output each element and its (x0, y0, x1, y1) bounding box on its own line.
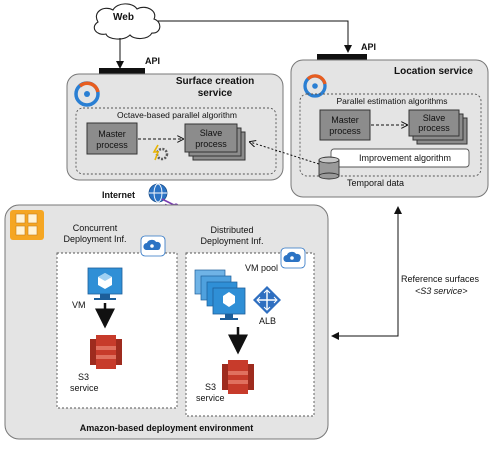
web-label: Web (113, 12, 134, 23)
s3-right-label-2: service (196, 393, 225, 403)
reference-surfaces-label: Reference surfaces (401, 274, 480, 284)
surface-title-line1: Surface creation (175, 76, 255, 87)
surface-master-process-box (86, 122, 138, 155)
location-api-bar (317, 54, 367, 60)
surface-master-label-1: Master (98, 129, 126, 139)
location-title: Location service (394, 66, 473, 77)
improvement-label: Improvement algorithm (358, 153, 452, 163)
surface-slave-process-box (184, 123, 238, 153)
surface-title-line2: service (197, 88, 233, 99)
location-master-process-box (319, 109, 371, 141)
surface-api-bar (99, 68, 145, 74)
s3-left-label-1: S3 (78, 372, 90, 382)
distributed-label-2: Deployment Inf. (200, 236, 264, 246)
vm-label: VM (72, 300, 86, 310)
octave-logo-icon-location (303, 74, 327, 98)
s3-service-ref-label: <S3 service> (415, 286, 468, 296)
location-api-label: API (361, 42, 377, 52)
concurrent-label-2: Deployment Inf. (63, 234, 127, 244)
distributed-label-1: Distributed (210, 225, 254, 235)
s3-bucket-icon-left (90, 335, 122, 369)
octave-algorithm-label: Octave-based parallel algorithm (116, 110, 237, 120)
alb-icon (253, 286, 281, 314)
temporal-to-surface-arrow (250, 142, 320, 165)
internet-label: Internet (102, 190, 136, 200)
octave-logo-icon (74, 81, 100, 107)
reference-surfaces-connector (331, 206, 402, 340)
location-slave-label-1: Slave (422, 113, 446, 123)
web-to-location-arrow (158, 20, 352, 53)
vm-monitor-icon (87, 267, 123, 300)
octave-parallel-region (75, 107, 277, 175)
surface-api-label: API (145, 56, 161, 66)
temporal-data-label: Temporal data (347, 178, 405, 188)
surface-slave-label-1: Slave (199, 128, 223, 138)
surface-master-label-2: process (96, 140, 128, 150)
cloud-gear-icon-left (140, 235, 166, 257)
vm-pool-icon (194, 269, 246, 320)
s3-bucket-icon-right (222, 360, 254, 394)
web-cloud-icon (93, 3, 161, 40)
s3-right-label-1: S3 (205, 382, 217, 392)
database-icon (318, 156, 340, 180)
gear-lightning-icon (152, 144, 169, 161)
parallel-estimation-region (299, 93, 482, 177)
aws-cubes-icon (10, 210, 44, 240)
cloud-gear-icon-right (280, 247, 306, 269)
location-master-label-1: Master (331, 115, 359, 125)
amazon-environment-label: Amazon-based deployment environment (79, 423, 254, 433)
s3-left-label-2: service (70, 383, 99, 393)
vm-pool-label: VM pool (245, 263, 279, 273)
concurrent-label-1: Concurrent (72, 223, 118, 233)
location-master-label-2: process (329, 126, 361, 136)
surface-slave-label-2: process (195, 139, 227, 149)
location-slave-label-2: process (418, 123, 450, 133)
parallel-estimation-label: Parallel estimation algorithms (336, 96, 448, 106)
alb-label: ALB (259, 316, 277, 326)
location-slave-process-box (408, 109, 460, 137)
